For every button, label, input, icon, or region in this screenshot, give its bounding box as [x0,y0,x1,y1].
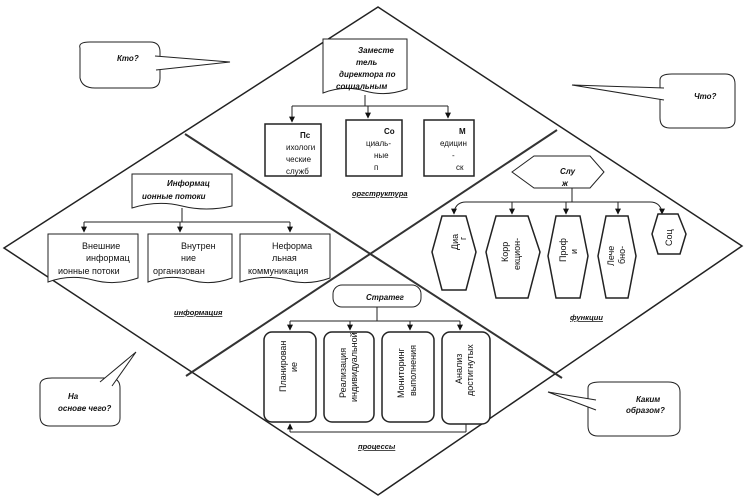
information-label: информация [174,308,223,317]
structure-child-medical [423,119,475,177]
functions-child-soc-line1: Соц [664,229,674,246]
information-section: Информац ионные потоки Внешние информац … [47,173,331,317]
processes-child-analysis-line2: достигнутых [465,344,475,396]
callout-who: Кто? [79,41,231,89]
structure-child-psych-line2: ихологи [286,143,315,152]
structure-child-social-line4: п [374,163,378,172]
processes-child-planning-line1: Планирован [278,341,288,392]
functions-child-diag-line2: г [458,236,468,240]
functions-child-corr-line2: екцион- [512,238,522,270]
callout-basis: На основе чего? [39,351,137,427]
processes-child-realization-line2: индивидуальной [349,332,359,402]
information-child-informal-line2: льная [272,253,297,263]
structure-child-social [345,119,403,177]
callout-basis-line1: На [68,392,79,401]
information-child-informal [239,233,331,284]
information-child-external-line2: информац [86,253,130,263]
outer-diamond [2,6,744,496]
processes-child-realization [323,331,375,423]
callout-what-text: Что? [694,92,717,101]
callout-who-text: Кто? [117,54,139,63]
functions-section: Слу ж Диа г Корр екцион- Проф и Лече бно… [431,155,687,322]
functions-child-prof-line1: Проф [558,238,568,262]
functions-child-prof [547,215,589,299]
functions-child-soc [651,213,687,255]
structure-child-medical-line3: - [452,151,455,160]
structure-child-psych-line1: Пс [300,131,311,140]
structure-top-line1: Заместе [358,46,395,55]
information-child-internal-line2: ние [181,253,196,263]
information-child-external [47,233,139,284]
structure-child-psych [264,123,322,177]
functions-child-med [597,215,637,299]
functions-child-med-line2: бно- [617,246,627,264]
information-top-line2: ионные потоки [142,192,206,201]
structure-child-medical-line2: едицин [440,139,467,148]
callout-how: Каким образом? [547,381,681,437]
functions-top-line2: ж [561,179,569,188]
processes-child-realization-line1: Реализация [338,348,348,398]
information-top-line1: Информац [167,179,210,188]
structure-top-line2: тель [356,58,378,67]
processes-child-monitoring-line1: Мониторинг [396,347,406,398]
functions-top-line1: Слу [560,167,576,176]
processes-child-planning [263,331,317,423]
processes-top-text: Стратег [366,293,405,302]
processes-section: Стратег Планирован ие Реализация индивид… [263,284,491,451]
functions-child-diag-line1: Диа [450,234,460,250]
callout-what: Что? [571,73,736,129]
processes-child-planning-line2: ие [289,362,299,372]
structure-top-line3: директора по [339,70,396,79]
structure-child-social-line3: ные [374,151,389,160]
processes-child-monitoring-line2: выполнения [408,345,418,396]
diagonal-right [185,129,558,377]
information-child-informal-line1: Неформа [272,241,312,251]
functions-child-prof-line2: и [569,249,579,254]
structure-child-social-line1: Со [384,127,395,136]
processes-child-monitoring [381,331,435,423]
structure-top-box [322,38,408,95]
structure-child-medical-line1: М [459,127,466,136]
processes-child-analysis-line1: Анализ [454,354,464,384]
information-child-internal [147,233,233,284]
information-child-informal-line3: коммуникация [248,266,308,276]
structure-label: оргструктура [352,189,408,198]
information-child-internal-line1: Внутрен [181,241,216,251]
structure-top-line4: социальным [336,82,387,91]
functions-child-corr [485,215,541,299]
information-child-external-line1: Внешние [82,241,120,251]
structure-child-medical-line4: ск [456,163,464,172]
structure-child-psych-line3: ческие [286,155,312,164]
diagonal-left [184,133,563,379]
callout-how-line2: образом? [626,406,665,415]
structure-child-psych-line4: служб [286,167,309,176]
structure-child-social-line2: циаль- [366,139,391,148]
functions-child-diag [431,215,477,291]
processes-label: процессы [358,442,396,451]
functions-child-med-line1: Лече [606,246,616,266]
callout-basis-line2: основе чего? [58,404,111,413]
structure-section: Заместе тель директора по социальным Пс … [264,38,475,198]
information-child-external-line3: ионные потоки [58,266,120,276]
functions-child-corr-line1: Корр [500,242,510,262]
functions-label: функции [570,313,603,322]
information-child-internal-line3: организован [153,266,205,276]
information-top-box [131,173,233,210]
callout-how-line1: Каким [636,395,660,404]
functions-top-box [511,155,605,189]
